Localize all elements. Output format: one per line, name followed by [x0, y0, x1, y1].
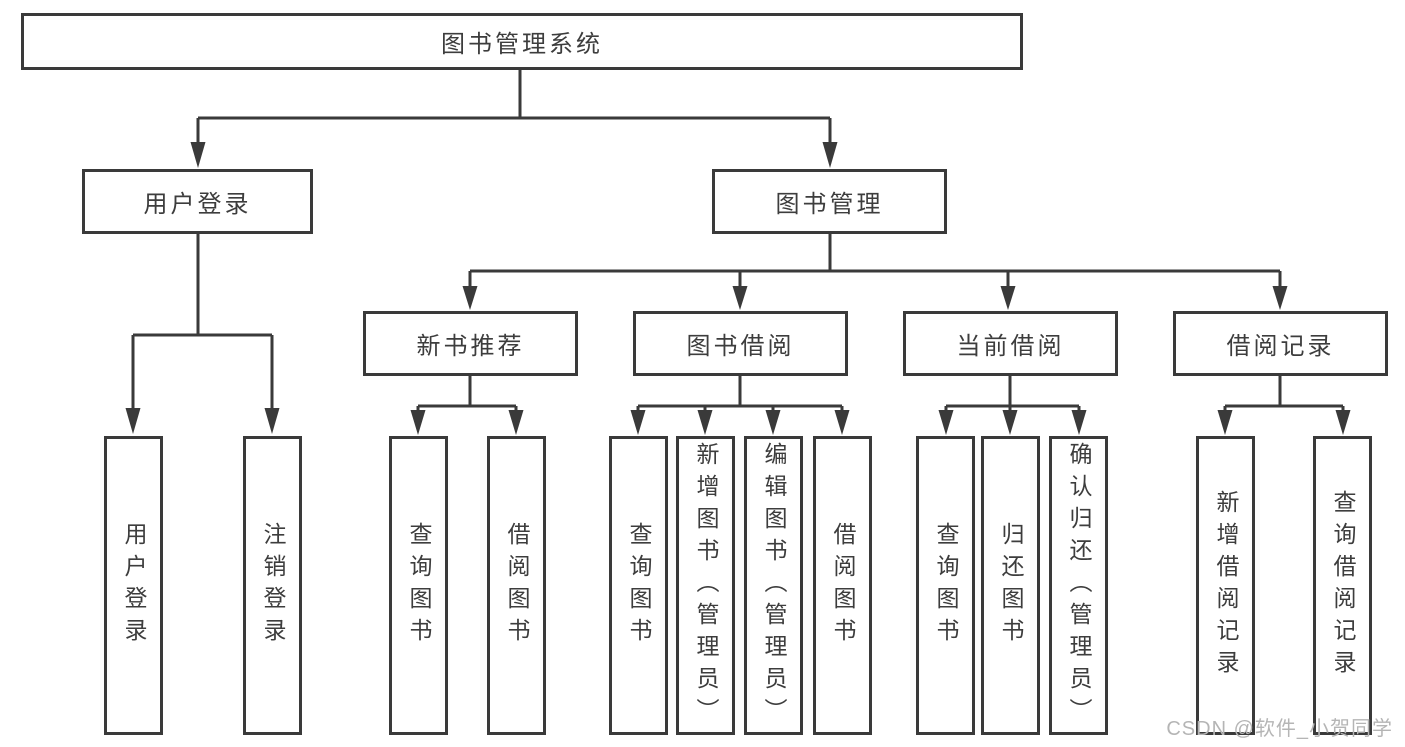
- node-label: 图书借阅: [686, 333, 795, 360]
- node-leaf-query-borrow-record: 查询借阅记录: [1313, 436, 1372, 735]
- node-label: 查询图书: [626, 521, 652, 650]
- node-label: 注销登录: [260, 521, 286, 650]
- node-current-borrow: 当前借阅: [903, 311, 1118, 376]
- node-book-borrow: 图书借阅: [633, 311, 848, 376]
- node-label: 用户登录: [121, 521, 147, 650]
- node-label: 用户登录: [143, 191, 252, 218]
- node-label: 借阅记录: [1226, 333, 1335, 360]
- node-label: 编辑图书（管理员）: [761, 441, 787, 730]
- node-label: 查询图书: [406, 521, 432, 650]
- node-leaf-add-borrow-record: 新增借阅记录: [1196, 436, 1255, 735]
- csdn-watermark: CSDN @软件_小贺同学: [1166, 718, 1393, 740]
- node-borrow-record: 借阅记录: [1173, 311, 1388, 376]
- node-label: 借阅图书: [504, 521, 530, 650]
- node-leaf-query-books-3: 查询图书: [916, 436, 975, 735]
- node-user-login: 用户登录: [82, 169, 313, 234]
- node-label: 确认归还（管理员）: [1066, 441, 1092, 730]
- node-label: 新书推荐: [416, 333, 525, 360]
- node-library-management-system: 图书管理系统: [21, 13, 1023, 70]
- node-label: 图书管理系统: [441, 31, 603, 58]
- node-leaf-return-books: 归还图书: [981, 436, 1040, 735]
- node-leaf-edit-books-admin: 编辑图书（管理员）: [744, 436, 803, 735]
- node-new-book-recommend: 新书推荐: [363, 311, 578, 376]
- node-label: 图书管理: [775, 191, 884, 218]
- node-leaf-logout: 注销登录: [243, 436, 302, 735]
- node-book-management: 图书管理: [712, 169, 947, 234]
- node-leaf-user-login: 用户登录: [104, 436, 163, 735]
- node-label: 借阅图书: [830, 521, 856, 650]
- node-label: 当前借阅: [956, 333, 1065, 360]
- node-label: 查询借阅记录: [1330, 489, 1356, 682]
- node-label: 查询图书: [933, 521, 959, 650]
- node-label: 新增借阅记录: [1213, 489, 1239, 682]
- node-leaf-add-books-admin: 新增图书（管理员）: [676, 436, 735, 735]
- node-leaf-borrow-books-2: 借阅图书: [813, 436, 872, 735]
- arrowheads: [125, 142, 1351, 435]
- node-label: 归还图书: [998, 521, 1024, 650]
- node-leaf-query-books-2: 查询图书: [609, 436, 668, 735]
- node-leaf-query-books-1: 查询图书: [389, 436, 448, 735]
- node-leaf-confirm-return-admin: 确认归还（管理员）: [1049, 436, 1108, 735]
- node-label: 新增图书（管理员）: [693, 441, 719, 730]
- node-leaf-borrow-books-1: 借阅图书: [487, 436, 546, 735]
